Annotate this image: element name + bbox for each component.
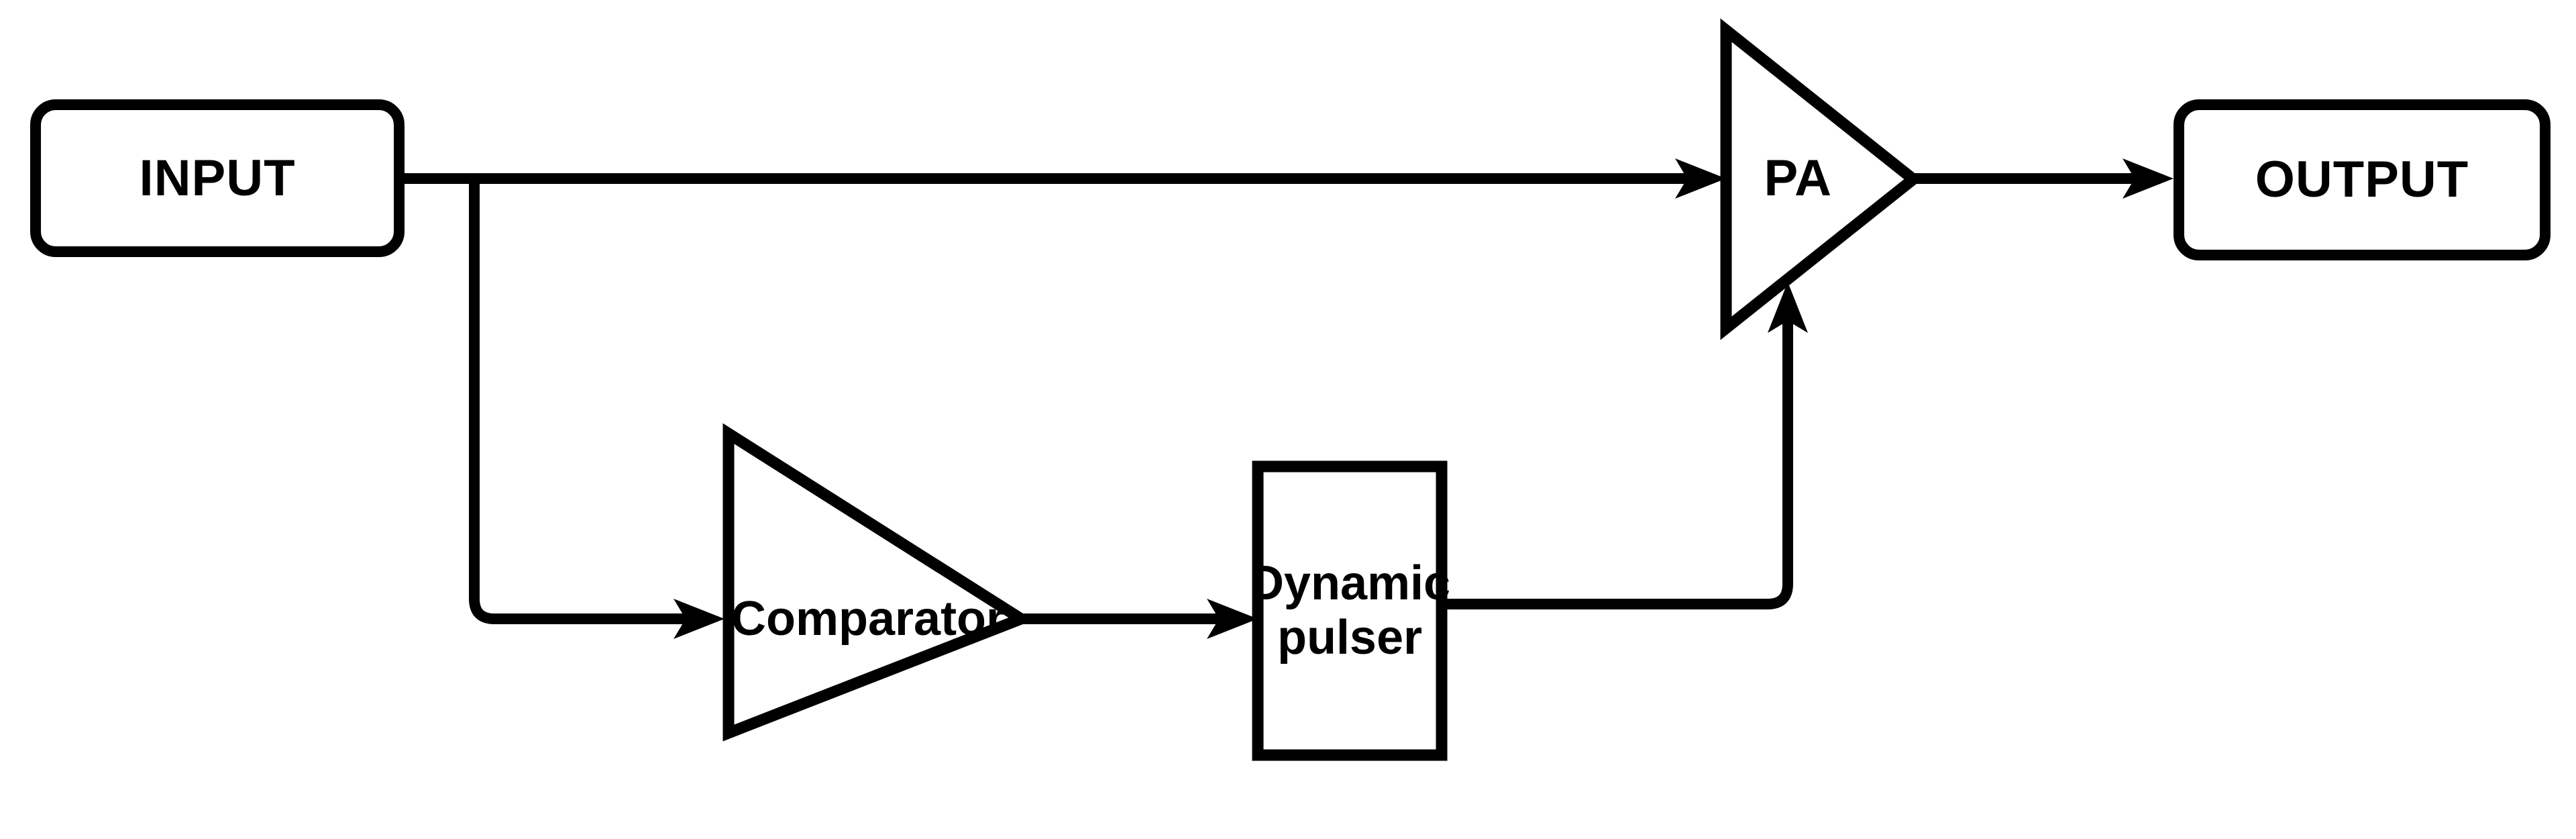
- arrowhead-pa-to-output: [2123, 158, 2174, 199]
- node-input[interactable]: [30, 99, 405, 257]
- wire-input-branch-to-comparator: [469, 179, 701, 624]
- arrowhead-pulser-to-pa: [1768, 282, 1808, 333]
- arrowhead-branch-to-comparator: [674, 599, 724, 639]
- node-dynamic-pulser[interactable]: [1252, 460, 1448, 761]
- node-output[interactable]: [2174, 99, 2551, 260]
- wire-pulser-to-pa: [1442, 305, 1793, 609]
- node-pa[interactable]: [1720, 18, 1923, 340]
- arrowhead-input-to-pa: [1675, 158, 1726, 199]
- arrowhead-comparator-to-pulser: [1207, 599, 1258, 639]
- node-comparator[interactable]: [722, 423, 1034, 742]
